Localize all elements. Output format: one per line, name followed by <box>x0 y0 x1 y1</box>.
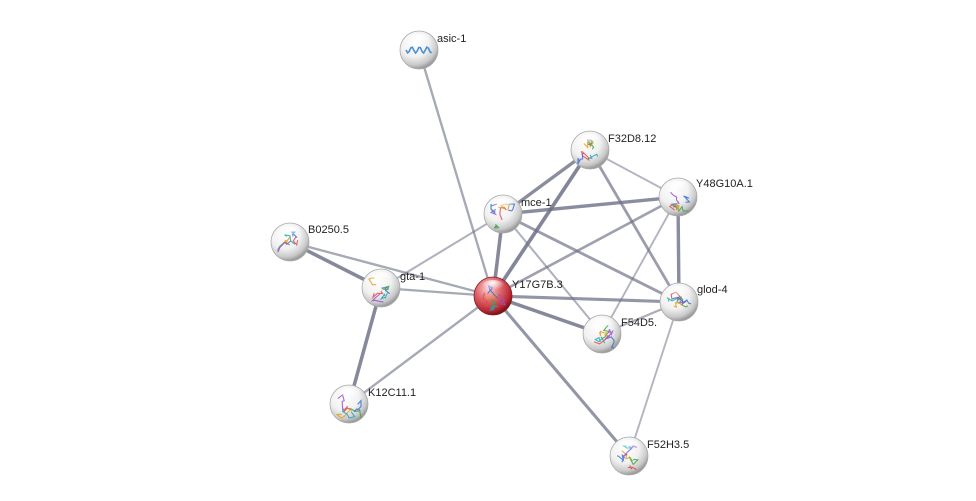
node-highlight <box>278 226 302 240</box>
edge-mce-1-gta-1 <box>379 212 505 290</box>
node-label-F54D5.: F54D5. <box>621 317 657 329</box>
node-F54D5.[interactable]: F54D5. <box>582 314 657 354</box>
edge-Y48G10A.1-Y17G7B.3 <box>491 195 680 298</box>
edge-glod-4-F52H3.5 <box>628 301 680 457</box>
edge-Y48G10A.1-mce-1 <box>501 195 680 216</box>
edge-gta-1-K12C11.1 <box>347 286 383 406</box>
node-highlight <box>666 181 690 195</box>
node-highlight <box>491 198 515 212</box>
node-asic-1[interactable]: asic-1 <box>399 30 466 70</box>
edge-Y17G7B.3-F52H3.5 <box>491 294 631 458</box>
node-highlight <box>667 286 691 300</box>
node-label-F52H3.5: F52H3.5 <box>647 439 689 451</box>
node-label-Y48G10A.1: Y48G10A.1 <box>696 178 753 190</box>
node-highlight <box>578 134 602 148</box>
node-highlight <box>590 318 614 332</box>
protein-structure-icon <box>668 191 691 213</box>
node-highlight <box>617 440 641 454</box>
node-label-K12C11.1: K12C11.1 <box>368 387 416 399</box>
edge-Y17G7B.3-glod-4 <box>491 294 681 304</box>
edge-F32D8.12-Y17G7B.3 <box>491 148 592 298</box>
node-mce-1[interactable]: mce-1 <box>483 194 552 234</box>
edge-B0250.5-Y17G7B.3 <box>288 240 495 298</box>
node-label-mce-1: mce-1 <box>521 197 552 209</box>
edge-asic-1-Y17G7B.3 <box>417 48 495 298</box>
edge-K12C11.1-Y17G7B.3 <box>347 294 495 406</box>
node-Y17G7B.3[interactable]: Y17G7B.3 <box>473 276 563 316</box>
node-F32D8.12[interactable]: F32D8.12 <box>570 130 656 170</box>
node-label-asic-1: asic-1 <box>437 33 466 45</box>
node-label-glod-4: glod-4 <box>697 284 728 296</box>
edge-mce-1-glod-4 <box>501 212 681 304</box>
node-Y48G10A.1[interactable]: Y48G10A.1 <box>658 177 753 217</box>
protein-structure-icon <box>335 393 362 419</box>
node-B0250.5[interactable]: B0250.5 <box>270 222 349 262</box>
node-gta-1[interactable]: gta-1 <box>361 268 425 308</box>
node-highlight <box>481 280 505 294</box>
node-label-B0250.5: B0250.5 <box>308 224 349 236</box>
node-K12C11.1[interactable]: K12C11.1 <box>329 384 416 424</box>
edge-F32D8.12-glod-4 <box>588 148 681 304</box>
edge-Y48G10A.1-F54D5. <box>601 196 679 335</box>
node-highlight <box>337 388 361 402</box>
node-F52H3.5[interactable]: F52H3.5 <box>609 436 689 476</box>
edge-mce-1-F54D5. <box>501 212 604 336</box>
node-label-F32D8.12: F32D8.12 <box>608 133 656 145</box>
node-highlight <box>407 34 431 48</box>
node-label-gta-1: gta-1 <box>400 271 425 283</box>
node-label-Y17G7B.3: Y17G7B.3 <box>512 279 563 291</box>
node-glod-4[interactable]: glod-4 <box>659 282 728 322</box>
node-highlight <box>369 272 393 286</box>
